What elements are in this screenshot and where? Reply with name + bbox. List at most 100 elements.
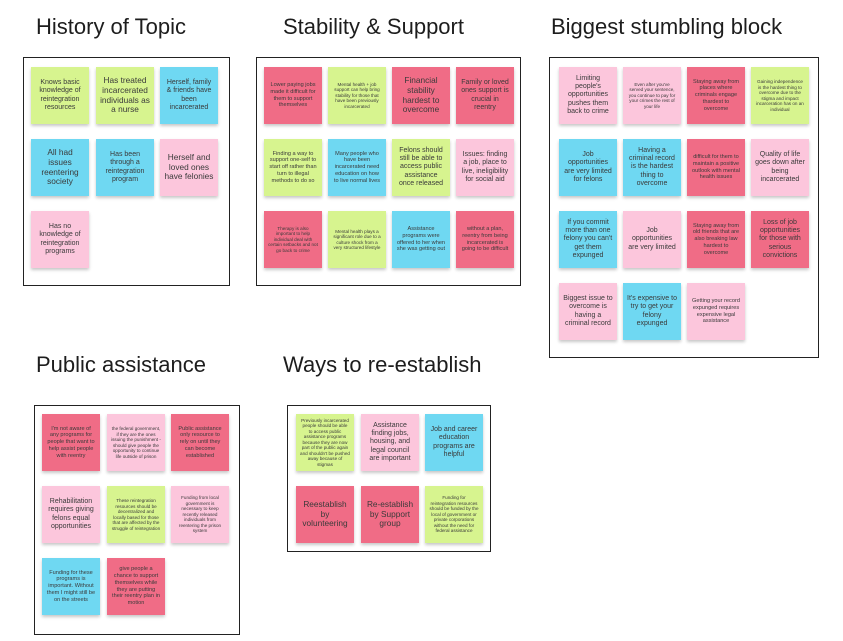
sticky-note[interactable]: I'm not aware of any programs for people… xyxy=(42,414,100,471)
sticky-note-text: Has treated incarcerated individuals as … xyxy=(100,74,150,115)
sticky-note[interactable]: Biggest issue to overcome is having a cr… xyxy=(559,283,617,340)
sticky-note[interactable]: Herself, family & friends have been inca… xyxy=(160,67,218,124)
sticky-note[interactable]: Lower paying jobs made it difficult for … xyxy=(264,67,322,124)
sticky-note-text: Herself and loved ones have felonies xyxy=(164,151,214,182)
sticky-note[interactable]: Finding a way to support one-self to sta… xyxy=(264,139,322,196)
sticky-note[interactable]: Job and career education programs are he… xyxy=(425,414,483,471)
sticky-note-text: Issues: finding a job, place to live, in… xyxy=(461,150,509,183)
sticky-note[interactable]: Knows basic knowledge of reintegration r… xyxy=(31,67,89,124)
sticky-note-text: Having a criminal record is the hardest … xyxy=(629,146,675,188)
sticky-note[interactable]: Assistance finding jobs, housing, and le… xyxy=(361,414,419,471)
sticky-note-text: Limiting people's opportunities pushes t… xyxy=(567,74,609,116)
sticky-note-text: Gaining independence is the hardest thin… xyxy=(756,79,804,112)
board-title-history: History of Topic xyxy=(36,14,186,39)
sticky-note[interactable]: All had issues reentering society xyxy=(31,139,89,196)
sticky-note-text: Family or loved ones support is crucial … xyxy=(461,78,509,111)
sticky-note[interactable]: Herself and loved ones have felonies xyxy=(160,139,218,196)
sticky-note[interactable]: difficult for them to maintain a positiv… xyxy=(687,139,745,196)
sticky-note[interactable]: Felons should still be able to access pu… xyxy=(392,139,450,196)
sticky-note[interactable]: Job opportunities are very limited xyxy=(623,211,681,268)
sticky-note[interactable]: Staying away from old friends that are a… xyxy=(687,211,745,268)
sticky-note-text: Quality of life goes down after being in… xyxy=(755,150,805,183)
sticky-note[interactable]: Gaining independence is the hardest thin… xyxy=(751,67,809,124)
sticky-note-text: Even after you've served your sentence, … xyxy=(628,81,676,109)
sticky-note[interactable]: Has no knowledge of reintegration progra… xyxy=(31,211,89,268)
sticky-note-text: Staying away from places where criminals… xyxy=(692,78,739,112)
sticky-note[interactable]: Many people who have been incarcerated n… xyxy=(328,139,386,196)
sticky-note-text: Mental health plays a significant role d… xyxy=(333,228,381,251)
sticky-note-text: Getting your record expunged requires ex… xyxy=(692,298,740,325)
sticky-note[interactable]: Quality of life goes down after being in… xyxy=(751,139,809,196)
sticky-note-text: give people a chance to support themselv… xyxy=(112,566,160,606)
sticky-note-text: Previously incarcerated people should be… xyxy=(300,417,350,467)
sticky-note-text: Knows basic knowledge of reintegration r… xyxy=(39,78,81,111)
sticky-note-text: Job opportunities are very limited for f… xyxy=(564,150,612,183)
sticky-note[interactable]: Previously incarcerated people should be… xyxy=(296,414,354,471)
sticky-note[interactable]: without a plan, reentry from being incar… xyxy=(456,211,514,268)
sticky-note-text: Mental health + job support can help bri… xyxy=(334,81,380,109)
sticky-note[interactable]: Getting your record expunged requires ex… xyxy=(687,283,745,340)
sticky-note[interactable]: Therapy is also important to help indivi… xyxy=(264,211,322,268)
sticky-note[interactable]: If you commit more than one felony you c… xyxy=(559,211,617,268)
board-title-public-assistance: Public assistance xyxy=(36,352,206,377)
sticky-note[interactable]: Loss of job opportunities for those with… xyxy=(751,211,809,268)
sticky-note-text: without a plan, reentry from being incar… xyxy=(461,226,509,253)
board-title-stability: Stability & Support xyxy=(283,14,464,39)
sticky-note-text: Many people who have been incarcerated n… xyxy=(333,150,380,184)
sticky-note[interactable]: give people a chance to support themselv… xyxy=(107,558,165,615)
sticky-note-text: Job opportunities are very limited xyxy=(628,226,676,251)
sticky-note[interactable]: Job opportunities are very limited for f… xyxy=(559,139,617,196)
sticky-note[interactable]: Having a criminal record is the hardest … xyxy=(623,139,681,196)
sticky-note[interactable]: Assistance programs were offered to her … xyxy=(392,211,450,268)
sticky-note-text: Assistance programs were offered to her … xyxy=(396,226,446,253)
sticky-note-text: Lower paying jobs made it difficult for … xyxy=(270,82,316,109)
sticky-note-text: It's expensive to try to get your felony… xyxy=(627,294,677,327)
sticky-note[interactable]: Limiting people's opportunities pushes t… xyxy=(559,67,617,124)
sticky-note[interactable]: Issues: finding a job, place to live, in… xyxy=(456,139,514,196)
sticky-note-text: Rehabilitation requires giving felons eq… xyxy=(48,497,94,530)
board-title-re-establish: Ways to re-establish xyxy=(283,352,482,377)
sticky-note-text: Herself, family & friends have been inca… xyxy=(166,78,212,111)
sticky-note-text: Has no knowledge of reintegration progra… xyxy=(39,222,81,255)
sticky-note-text: Biggest issue to overcome is having a cr… xyxy=(563,294,613,327)
sticky-note-text: I'm not aware of any programs for people… xyxy=(47,425,95,459)
sticky-note[interactable]: Staying away from places where criminals… xyxy=(687,67,745,124)
sticky-note[interactable]: Mental health + job support can help bri… xyxy=(328,67,386,124)
sticky-note[interactable]: Financial stability hardest to overcome xyxy=(392,67,450,124)
sticky-note[interactable]: It's expensive to try to get your felony… xyxy=(623,283,681,340)
sticky-note-text: Public assistance only resource to rely … xyxy=(178,425,222,459)
sticky-note-text: All had issues reentering society xyxy=(41,146,79,187)
sticky-note-text: Finding a way to support one-self to sta… xyxy=(269,150,317,184)
sticky-note[interactable]: Funding for these programs is important.… xyxy=(42,558,100,615)
sticky-note[interactable]: Has been through a reintegration program xyxy=(96,139,154,196)
sticky-note[interactable]: Re-establish by Support group xyxy=(361,486,419,543)
sticky-note-text: Therapy is also important to help indivi… xyxy=(268,225,318,253)
sticky-note-text: These reintegration resources should be … xyxy=(111,498,161,531)
sticky-note[interactable]: These reintegration resources should be … xyxy=(107,486,165,543)
sticky-note-text: Financial stability hardest to overcome xyxy=(402,74,440,115)
sticky-note-text: Staying away from old friends that are a… xyxy=(692,222,740,256)
sticky-note[interactable]: Mental health plays a significant role d… xyxy=(328,211,386,268)
sticky-note-text: the federal government, if they are the … xyxy=(111,426,161,459)
sticky-note[interactable]: Funding from local government is necessa… xyxy=(171,486,229,543)
sticky-note-text: Funding from local government is necessa… xyxy=(178,495,222,534)
sticky-note-text: If you commit more than one felony you c… xyxy=(563,218,613,260)
sticky-note-text: Reestablish by volunteering xyxy=(302,498,348,529)
sticky-note[interactable]: Has treated incarcerated individuals as … xyxy=(96,67,154,124)
sticky-note[interactable]: Funding for reintegration resources shou… xyxy=(425,486,483,543)
sticky-note-text: Felons should still be able to access pu… xyxy=(399,146,443,188)
sticky-note-text: difficult for them to maintain a positiv… xyxy=(692,154,740,181)
sticky-note[interactable]: Even after you've served your sentence, … xyxy=(623,67,681,124)
sticky-note[interactable]: Family or loved ones support is crucial … xyxy=(456,67,514,124)
sticky-note[interactable]: Reestablish by volunteering xyxy=(296,486,354,543)
sticky-note-text: Funding for these programs is important.… xyxy=(46,569,96,603)
board-title-stumbling: Biggest stumbling block xyxy=(551,14,783,39)
sticky-note-text: Re-establish by Support group xyxy=(366,498,414,529)
sticky-note-text: Has been through a reintegration program xyxy=(105,150,145,183)
sticky-note-text: Assistance finding jobs, housing, and le… xyxy=(369,421,411,463)
sticky-note[interactable]: the federal government, if they are the … xyxy=(107,414,165,471)
sticky-note[interactable]: Rehabilitation requires giving felons eq… xyxy=(42,486,100,543)
sticky-note[interactable]: Public assistance only resource to rely … xyxy=(171,414,229,471)
sticky-note-text: Funding for reintegration resources shou… xyxy=(429,495,479,534)
sticky-note-text: Loss of job opportunities for those with… xyxy=(759,218,801,260)
